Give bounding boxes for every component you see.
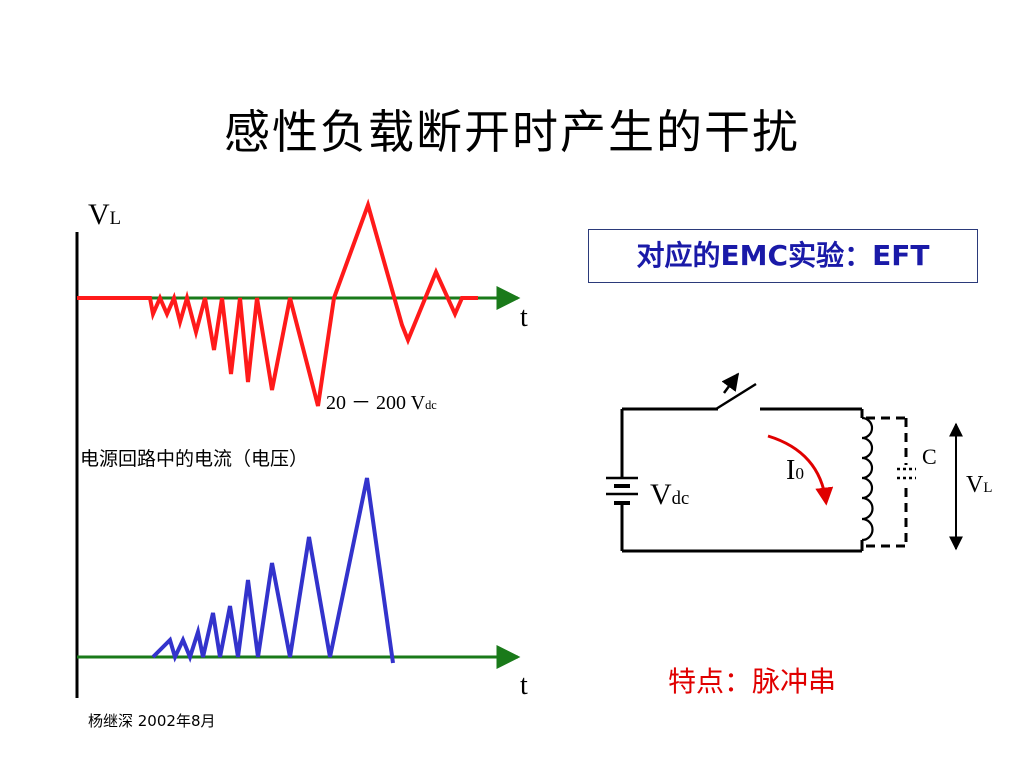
emc-test-box: 对应的EMC实验：EFT [588,229,978,283]
capacitor-label: C [922,444,937,469]
vl-axis-main: V [88,198,110,231]
circuit-vl-sub: L [983,480,993,496]
vl-axis-label: VL [88,198,121,232]
circuit-vl-main: V [966,472,984,498]
battery-icon [606,476,638,505]
vl-axis-sub: L [109,208,122,229]
current-waveform [151,477,395,664]
vdc-label: Vdc [650,478,689,512]
circuit-vl-label: VL [966,472,992,499]
t-label-top: t [520,302,528,333]
switch-icon [715,372,757,411]
t-label-bottom: t [520,670,528,701]
capacitor-icon [897,467,916,480]
voltage-range-label: 20 － 200 Vdc [326,386,437,415]
voltage-waveform [77,198,478,407]
current-voltage-caption: 电源回路中的电流（电压） [80,448,309,470]
i0-main: I [786,455,796,486]
feature-text: 特点：脉冲串 [668,665,837,698]
i0-sub: 0 [795,464,805,483]
capacitor-branch [866,416,908,548]
vdc-main: V [650,478,672,511]
vdc-sub: dc [671,488,690,509]
current-arrow-icon [767,434,834,506]
voltage-range-sub: dc [425,398,437,412]
voltage-range-main: 20 － 200 V [326,392,426,414]
page-title: 感性负载断开时产生的干扰 [224,105,800,159]
current-i0-label: I0 [786,455,804,487]
circuit [620,407,864,553]
inductor-icon [861,416,874,542]
footer-author-date: 杨继深 2002年8月 [88,712,216,730]
